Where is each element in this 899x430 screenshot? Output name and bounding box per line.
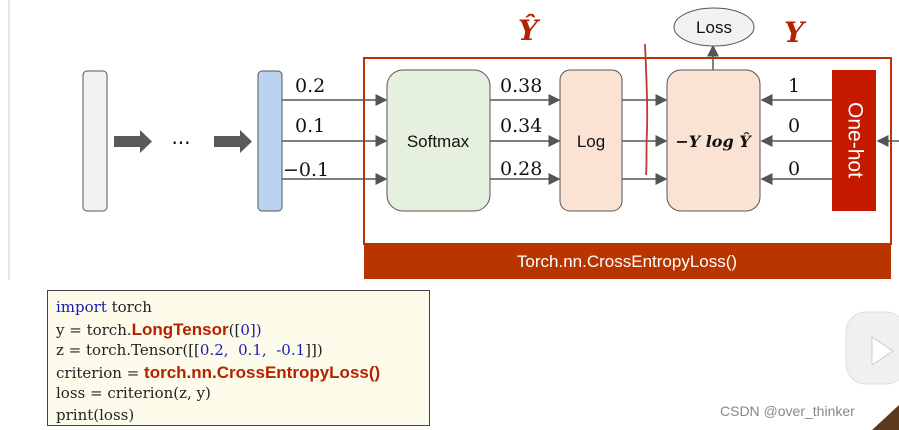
- input-vector: [82, 70, 108, 212]
- onehot-box: [832, 70, 876, 211]
- code-line: print(loss): [56, 405, 135, 424]
- yhat-label: Ŷ: [518, 14, 541, 47]
- module-label: Torch.nn.CrossEntropyLoss(): [517, 252, 737, 271]
- logits-vector: [257, 70, 283, 212]
- y-label: Y: [784, 16, 807, 49]
- prob-value-3: 0.28: [500, 158, 542, 180]
- softmax-label: Softmax: [407, 132, 470, 151]
- loss-label: Loss: [696, 18, 732, 37]
- logit-value-1: 0.2: [295, 75, 325, 97]
- layer-arrow-1: [114, 130, 152, 153]
- layer-arrow-2: [214, 130, 252, 153]
- prob-value-1: 0.38: [500, 75, 542, 97]
- code-line: z = torch.Tensor([[0.2, 0.1, -0.1]]): [56, 341, 323, 359]
- code-line: y = torch.LongTensor([0]): [56, 319, 262, 339]
- onehot-value-2: 0: [788, 115, 800, 137]
- logit-value-3: −0.1: [283, 159, 329, 181]
- code-line: loss = criterion(z, y): [56, 384, 211, 402]
- code-line: criterion = torch.nn.CrossEntropyLoss(): [56, 362, 381, 382]
- onehot-value-1: 1: [788, 75, 800, 97]
- code-block: import torch y = torch.LongTensor([0]) z…: [47, 290, 430, 426]
- prob-value-2: 0.34: [500, 115, 542, 137]
- module-label-bar: [364, 244, 891, 279]
- formula-label: −Y log Ŷ: [675, 131, 752, 151]
- ellipsis: ···: [171, 131, 190, 155]
- watermark: CSDN @over_thinker: [720, 403, 855, 419]
- corner-decoration: [872, 405, 899, 430]
- code-line: import torch: [56, 298, 152, 316]
- onehot-value-3: 0: [788, 158, 800, 180]
- onehot-label: One-hot: [843, 102, 866, 178]
- log-label: Log: [577, 132, 605, 151]
- play-badge-icon: [845, 311, 899, 385]
- loss-node: [673, 7, 755, 47]
- annotation-stroke: [644, 43, 649, 176]
- logit-value-2: 0.1: [295, 115, 325, 137]
